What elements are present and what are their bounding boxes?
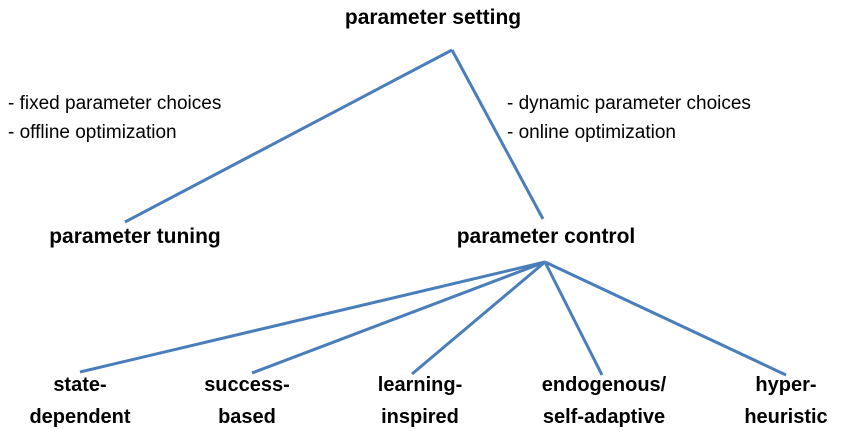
edge-control-success-based [251, 260, 546, 375]
node-endogenous-line2: self-adaptive [542, 406, 666, 428]
annotation-tuning-branch: - fixed parameter choices - offline opti… [8, 89, 221, 147]
edge-control-learning-inspired [411, 260, 546, 376]
edge-control-state-dependent [79, 260, 546, 374]
edge-setting-tuning [124, 48, 453, 224]
annotation-online-optimization: - online optimization [507, 122, 676, 143]
annotation-fixed-parameter-choices: - fixed parameter choices [8, 93, 222, 114]
annotation-offline-optimization: - offline optimization [8, 122, 177, 143]
annotation-dynamic-parameter-choices: - dynamic parameter choices [507, 93, 751, 114]
node-learning-inspired-line1: learning- [377, 374, 463, 396]
node-parameter-tuning: parameter tuning [49, 225, 221, 248]
edge-control-hyper-heuristic [544, 260, 787, 377]
node-endogenous-self-adaptive: endogenous/ self-adaptive [542, 369, 666, 433]
edge-control-endogenous [543, 261, 604, 376]
node-parameter-control: parameter control [456, 225, 636, 248]
node-hyper-heuristic: hyper- heuristic [744, 369, 827, 433]
node-state-dependent-line2: dependent [29, 406, 131, 428]
node-state-dependent: state- dependent [29, 369, 130, 433]
node-state-dependent-line1: state- [53, 374, 107, 396]
edge-setting-control [450, 49, 545, 220]
node-hyper-heuristic-line1: hyper- [755, 374, 817, 396]
node-success-based-line1: success- [204, 374, 290, 396]
node-learning-inspired-line2: inspired [381, 406, 459, 428]
node-endogenous-line1: endogenous/ [541, 374, 667, 396]
node-success-based: success- based [204, 369, 290, 433]
node-parameter-setting: parameter setting [344, 6, 522, 29]
node-success-based-line2: based [218, 406, 276, 428]
node-hyper-heuristic-line2: heuristic [744, 406, 828, 428]
node-learning-inspired: learning- inspired [378, 369, 462, 433]
annotation-control-branch: - dynamic parameter choices - online opt… [507, 89, 751, 147]
